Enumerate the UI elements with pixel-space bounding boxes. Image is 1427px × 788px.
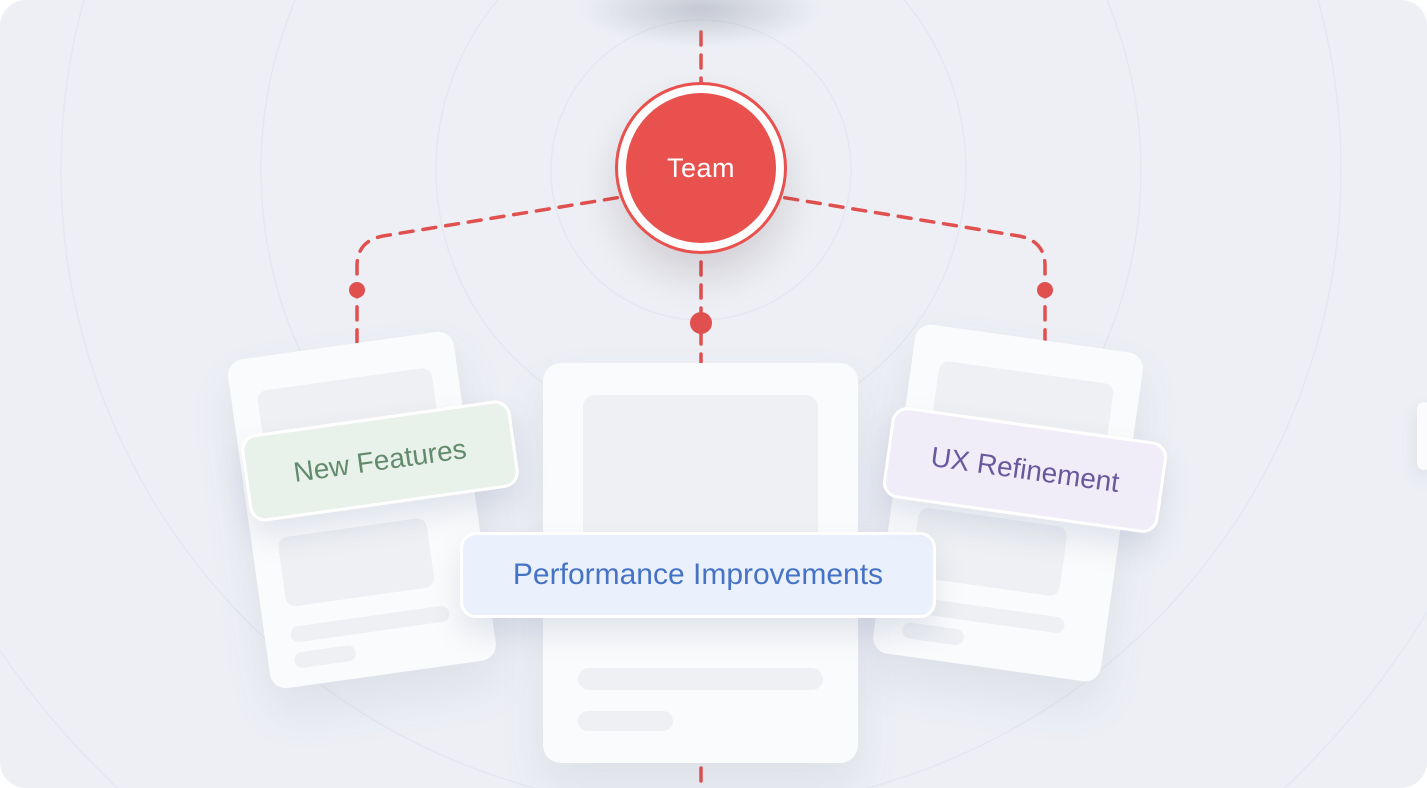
label-new-features-text: New Features bbox=[291, 433, 469, 488]
skeleton-bar bbox=[578, 711, 673, 731]
skeleton-block bbox=[583, 395, 818, 545]
branch-dot-right bbox=[1037, 282, 1053, 298]
skeleton-bar bbox=[293, 644, 357, 669]
label-performance-improvements: Performance Improvements bbox=[460, 532, 936, 618]
skeleton-bar bbox=[901, 621, 965, 647]
team-node-label: Team bbox=[666, 152, 736, 183]
team-node-ring: Team bbox=[615, 82, 787, 254]
skeleton-bar bbox=[578, 668, 823, 690]
label-ux-refinement-text: UX Refinement bbox=[928, 440, 1122, 499]
label-performance-improvements-text: Performance Improvements bbox=[512, 558, 884, 591]
connector-right bbox=[760, 192, 1047, 362]
skeleton-bar bbox=[289, 604, 451, 644]
skeleton-block bbox=[277, 517, 436, 608]
branch-dot-left bbox=[349, 282, 365, 298]
edge-card-sliver bbox=[1417, 402, 1427, 470]
connector-left bbox=[355, 192, 642, 364]
team-node: Team bbox=[626, 93, 776, 243]
top-shadow-blob bbox=[575, 0, 825, 47]
branch-dot-center bbox=[690, 312, 712, 334]
